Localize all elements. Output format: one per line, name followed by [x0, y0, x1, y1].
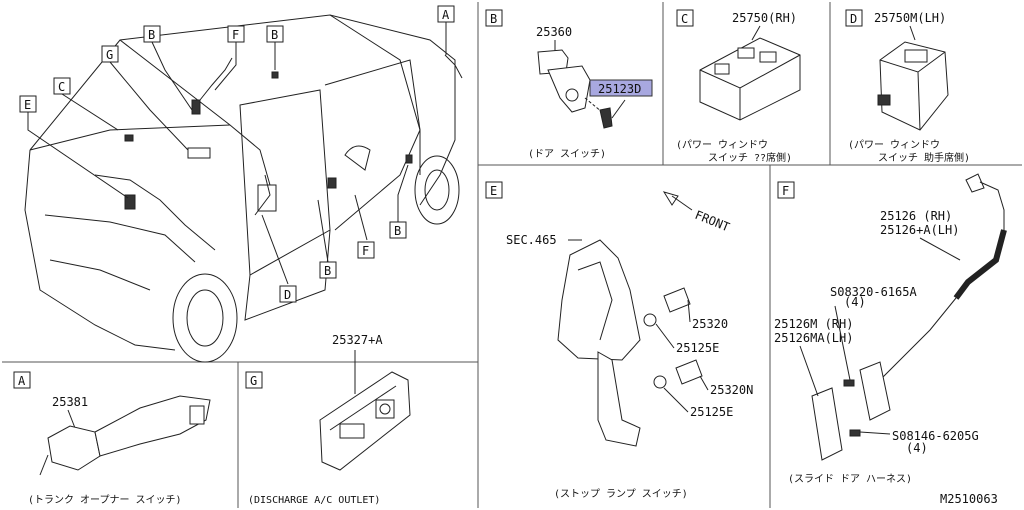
part-number: 25125E — [676, 341, 719, 355]
part-number: 25750(RH) — [732, 11, 797, 25]
part-number: 25327+A — [332, 333, 383, 347]
callout-b: B — [389, 221, 407, 239]
part-number: 25381 — [52, 395, 88, 409]
part-number: 25750M(LH) — [874, 11, 946, 25]
caption: (ドア スイッチ) — [528, 148, 606, 160]
part-number: S08320-6165A — [830, 285, 917, 299]
panel-e: E FRONT SEC.465 25320 25125E 25320N 2512… — [485, 181, 753, 500]
part-number: 25126 (RH) — [880, 209, 952, 223]
svg-text:C: C — [58, 80, 65, 94]
panel-tag: G — [250, 374, 257, 388]
svg-text:D: D — [284, 288, 291, 302]
panel-tag: C — [681, 12, 688, 26]
caption: (パワー ウィンドウ — [676, 139, 768, 151]
callout-b: B — [266, 25, 284, 43]
part-number: 25126+A(LH) — [880, 223, 959, 237]
callout-f: F — [227, 25, 245, 43]
panel-b: B 25360 25123D (ドア スイッチ) — [485, 9, 653, 160]
panel-f: F 25126 (RH) 25126+A(LH) S08320-6165A (4… — [774, 173, 1007, 485]
panel-a: A 25381 (トランク オープナー スイッチ) — [13, 371, 211, 506]
caption: (ストップ ランプ スイッチ) — [554, 488, 688, 500]
panel-tag: E — [490, 184, 497, 198]
part-number: 25126M (RH) — [774, 317, 853, 331]
svg-text:E: E — [24, 98, 31, 112]
part-number: 25125E — [690, 405, 733, 419]
caption: (DISCHARGE A/C OUTLET) — [248, 495, 380, 506]
svg-text:B: B — [394, 224, 401, 238]
caption: (スライド ドア ハーネス) — [788, 473, 912, 485]
panel-g: G 25327+A (DISCHARGE A/C OUTLET) — [245, 333, 411, 506]
callout-b: B — [143, 25, 161, 43]
svg-text:F: F — [362, 244, 369, 258]
panel-c: C 25750(RH) (パワー ウィンドウ スイッチ ??席側) — [676, 9, 801, 164]
part-number: 25126MA(LH) — [774, 331, 853, 345]
quantity: (4) — [906, 441, 928, 455]
part-number: 25123D — [598, 82, 641, 96]
caption: スイッチ 助手席側) — [878, 151, 970, 164]
caption: スイッチ ??席側) — [708, 151, 792, 164]
part-number: S08146-6205G — [892, 429, 979, 443]
part-number: 25320 — [692, 317, 728, 331]
section-ref: SEC.465 — [506, 233, 557, 247]
callout-a: A — [437, 5, 455, 23]
panel-tag: D — [850, 12, 857, 26]
callout-e: E — [19, 95, 37, 113]
callout-b: B — [319, 261, 337, 279]
callout-g: G — [101, 45, 119, 63]
part-number: 25360 — [536, 25, 572, 39]
part-number: 25320N — [710, 383, 753, 397]
caption: (トランク オープナー スイッチ) — [28, 494, 181, 506]
callout-f: F — [357, 241, 375, 259]
quantity: (4) — [844, 295, 866, 309]
svg-text:A: A — [442, 8, 450, 22]
caption: (パワー ウィンドウ — [848, 139, 940, 151]
svg-text:B: B — [271, 28, 278, 42]
panel-d: D 25750M(LH) (パワー ウィンドウ スイッチ 助手席側) — [845, 9, 970, 164]
svg-text:G: G — [106, 48, 113, 62]
callout-d: D — [279, 285, 297, 303]
panel-tag: B — [490, 12, 497, 26]
svg-text:B: B — [148, 28, 155, 42]
callout-c: C — [53, 77, 71, 95]
diagram-id: M2510063 — [940, 492, 998, 506]
van-illustration — [24, 14, 463, 363]
panel-tag: A — [18, 374, 26, 388]
svg-text:B: B — [324, 264, 331, 278]
panel-tag: F — [782, 184, 789, 198]
highlight-box — [589, 79, 653, 97]
svg-text:F: F — [232, 28, 239, 42]
front-label: FRONT — [693, 208, 732, 235]
front-arrow-icon — [662, 191, 693, 211]
